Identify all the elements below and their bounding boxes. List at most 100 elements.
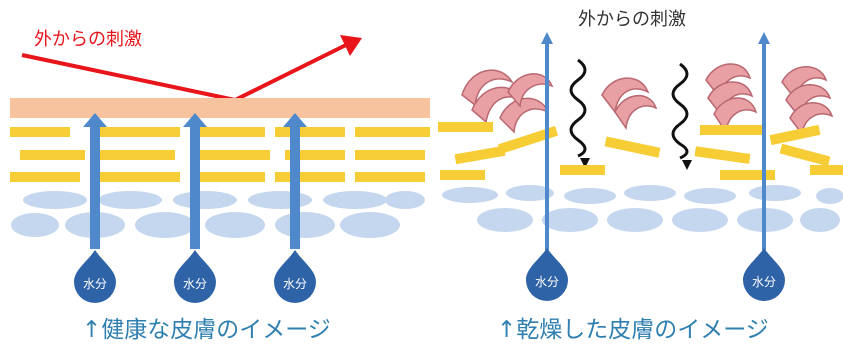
cell-oval <box>323 191 387 209</box>
cell-oval <box>340 212 400 238</box>
arrowhead-icon <box>340 35 362 56</box>
water-arrow <box>545 40 549 250</box>
cell-oval <box>684 188 736 204</box>
water-drop-group: 水分 水分 <box>526 248 785 301</box>
cell-layer <box>442 185 843 232</box>
intact-lipid-layer <box>10 127 430 182</box>
water-drop-icon <box>274 250 316 303</box>
water-escape-arrows <box>541 32 770 250</box>
arrowhead-icon <box>541 32 553 44</box>
stimulus-label: 外からの刺激 <box>578 9 686 30</box>
lipid-bar <box>700 125 765 135</box>
cell-oval <box>385 191 425 209</box>
lipid-bar <box>720 170 775 180</box>
irritant-icon <box>789 102 834 136</box>
lipid-bar <box>694 146 751 164</box>
lipid-bar <box>769 124 821 146</box>
lipid-bar <box>275 172 345 182</box>
water-label: 水分 <box>183 277 207 291</box>
lipid-bar <box>604 136 661 158</box>
cell-oval <box>135 212 195 238</box>
lipid-bar <box>10 127 70 137</box>
cell-oval <box>275 212 335 238</box>
cell-oval <box>442 187 498 203</box>
cell-oval <box>672 208 728 232</box>
irritant-icon <box>601 77 650 114</box>
water-drop-icon <box>743 248 785 301</box>
wavy-arrow <box>569 58 587 158</box>
irritant-group <box>461 63 834 136</box>
cell-oval <box>248 191 312 209</box>
lipid-bar <box>20 150 85 160</box>
cell-oval <box>173 191 237 209</box>
irritant-icon <box>499 97 550 134</box>
water-drop-icon <box>74 250 116 304</box>
lipid-bar <box>810 165 843 175</box>
cell-oval <box>816 188 843 204</box>
lipid-bar <box>355 172 425 182</box>
lipid-bar <box>560 165 605 175</box>
stimulus-label: 外からの刺激 <box>34 29 142 50</box>
water-label: 水分 <box>283 277 307 291</box>
cell-oval <box>205 212 265 238</box>
cell-oval <box>749 185 801 201</box>
lipid-bar <box>190 150 270 160</box>
cell-oval <box>477 208 533 232</box>
lipid-bar <box>100 172 180 182</box>
water-label: 水分 <box>535 275 559 289</box>
lipid-bar <box>100 150 175 160</box>
lipid-bar <box>355 150 425 160</box>
irritant-icon <box>713 97 758 135</box>
water-drop-icon <box>526 248 568 301</box>
arrowhead-icon <box>682 160 692 170</box>
water-drop-icon <box>174 250 216 303</box>
lipid-bar <box>438 122 493 132</box>
water-arrow <box>290 125 300 249</box>
water-arrow <box>190 125 200 249</box>
cell-oval <box>624 185 676 201</box>
arrowhead-icon <box>183 113 207 127</box>
healthy-skin-caption: ↑健康な皮膚のイメージ <box>82 317 331 343</box>
cell-oval <box>23 191 87 209</box>
water-arrow <box>762 40 766 250</box>
wavy-arrow <box>671 62 689 160</box>
dry-skin-caption: ↑乾燥した皮膚のイメージ <box>497 317 769 343</box>
damaged-lipid-layer <box>438 122 843 180</box>
healthy-skin-panel: 外からの刺激 <box>10 29 430 304</box>
water-label: 水分 <box>83 277 107 291</box>
cell-oval <box>607 208 663 232</box>
cell-oval <box>11 213 59 237</box>
reflected-stimulus-arrow <box>21 41 351 103</box>
stratum-corneum-layer <box>10 98 430 118</box>
cell-oval <box>506 185 554 201</box>
lipid-bar <box>195 172 265 182</box>
irritant-icon <box>614 94 658 131</box>
dry-skin-panel: 外からの刺激 <box>438 9 843 301</box>
cell-oval <box>800 208 840 232</box>
cell-layer <box>11 191 425 238</box>
lipid-bar <box>779 143 831 167</box>
lipid-bar <box>355 127 430 137</box>
arrowhead-icon <box>83 113 107 127</box>
water-arrow <box>90 125 100 249</box>
arrowhead-icon <box>580 158 590 168</box>
water-label: 水分 <box>752 275 776 289</box>
arrowhead-icon <box>758 32 770 44</box>
irritant-icon <box>507 73 554 108</box>
lipid-bar <box>195 127 265 137</box>
cell-oval <box>98 191 162 209</box>
penetrating-stimulus-group <box>569 58 689 160</box>
lipid-bar <box>95 127 180 137</box>
water-retention-arrows <box>83 113 307 249</box>
cell-oval <box>564 188 616 204</box>
lipid-bar <box>285 150 345 160</box>
lipid-bar <box>440 170 485 180</box>
lipid-bar <box>10 172 80 182</box>
lipid-bar <box>497 125 559 155</box>
irritant-icon <box>461 69 514 107</box>
cell-oval <box>542 208 598 232</box>
lipid-bar <box>454 145 506 165</box>
arrowhead-icon <box>283 113 307 127</box>
water-drop-group: 水分 水分 水分 <box>74 250 316 304</box>
